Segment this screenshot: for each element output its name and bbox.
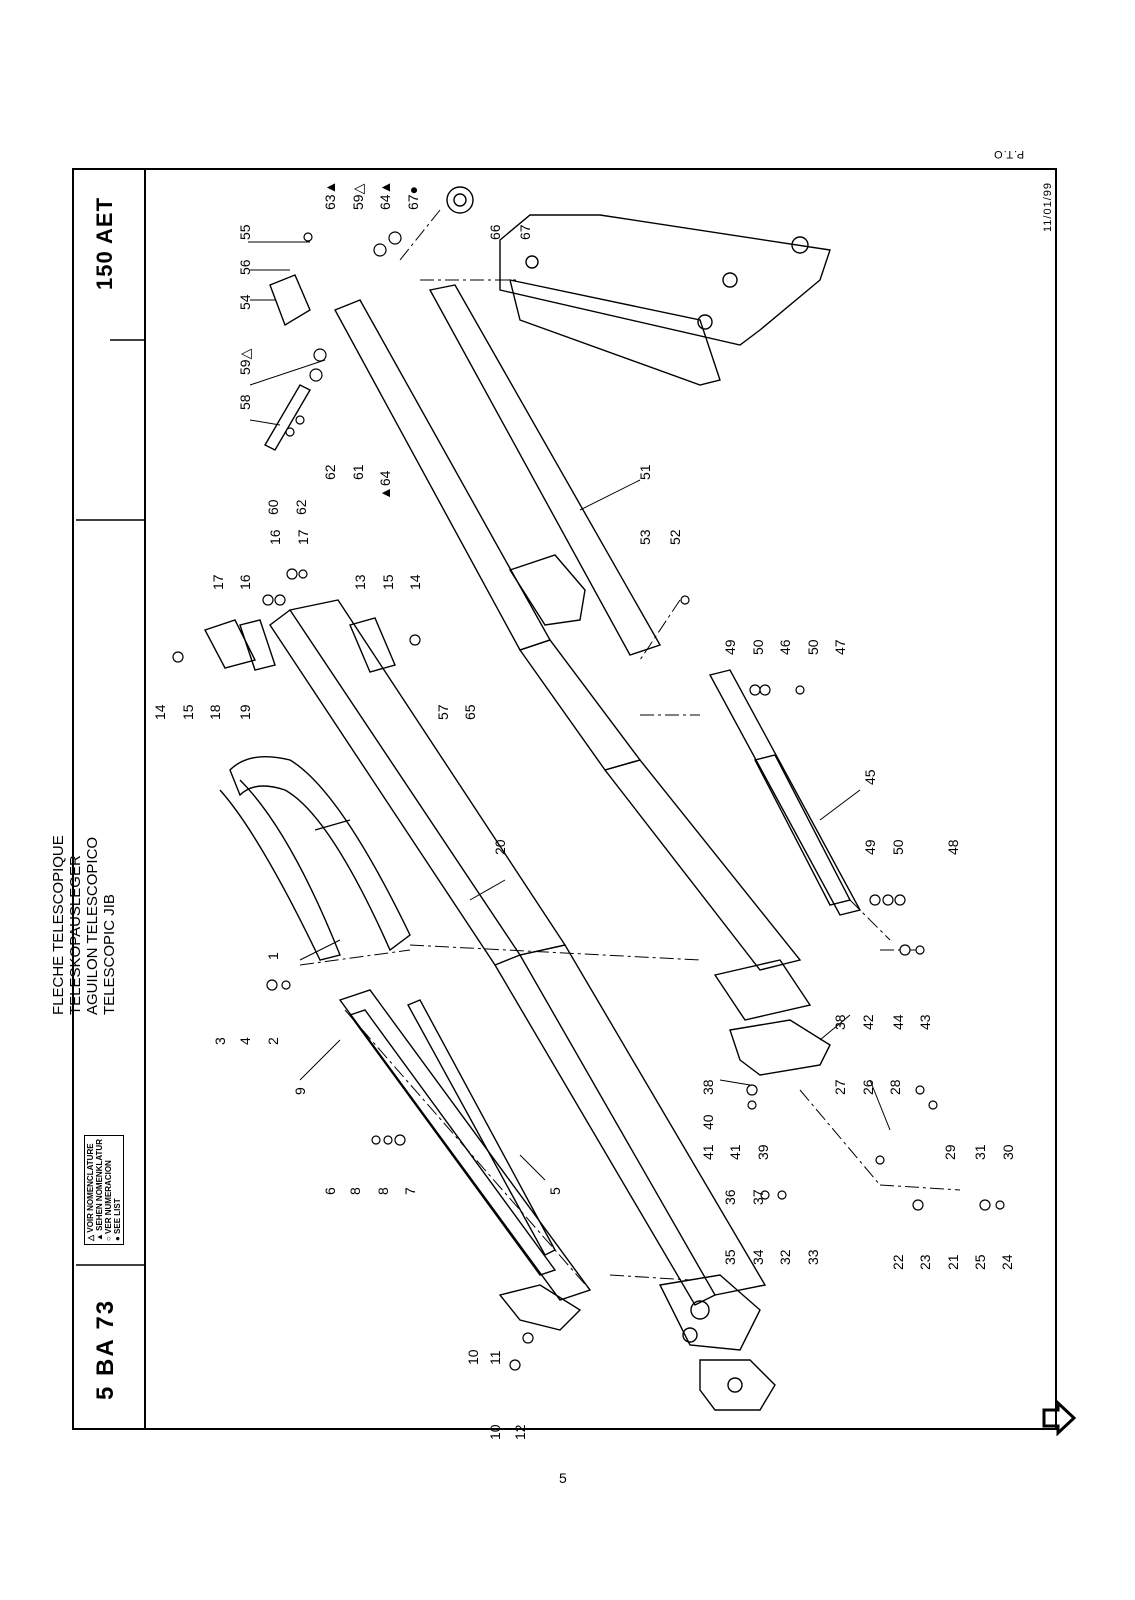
callout-54: 54 <box>237 294 253 310</box>
callout-62: 62 <box>293 499 309 515</box>
callout-64: 64▲ <box>377 181 393 210</box>
callout-12: 12 <box>512 1424 528 1440</box>
callout-40: 40 <box>700 1114 716 1130</box>
callout-24: 24 <box>999 1254 1015 1270</box>
callout-17: 17 <box>295 529 311 545</box>
callout-62: 62 <box>322 464 338 480</box>
callout-34: 34 <box>750 1249 766 1265</box>
callout-20: 20 <box>492 839 508 855</box>
title-strip <box>72 168 146 1430</box>
callout-63: 63▲ <box>322 181 338 210</box>
callout-49: 49 <box>862 839 878 855</box>
callout-25: 25 <box>972 1254 988 1270</box>
callout-50: 50 <box>890 839 906 855</box>
callout-42: 42 <box>860 1014 876 1030</box>
callout-8: 8 <box>347 1187 363 1195</box>
callout-59: 59△ <box>237 348 253 375</box>
callout-6: 6 <box>322 1187 338 1195</box>
callout-67: 67● <box>405 186 421 210</box>
callout-50: 50 <box>805 639 821 655</box>
callout-15: 15 <box>380 574 396 590</box>
callout-30: 30 <box>1000 1144 1016 1160</box>
callout-26: 26 <box>860 1079 876 1095</box>
callout-16: 16 <box>267 529 283 545</box>
callout-43: 43 <box>917 1014 933 1030</box>
page-number: 5 <box>559 1470 567 1486</box>
callout-3: 3 <box>212 1037 228 1045</box>
callout-35: 35 <box>722 1249 738 1265</box>
callout-29: 29 <box>942 1144 958 1160</box>
callout-45: 45 <box>862 769 878 785</box>
callout-33: 33 <box>805 1249 821 1265</box>
callout-10: 10 <box>487 1424 503 1440</box>
callout-66: 66 <box>487 224 503 240</box>
callout-67: 67 <box>517 224 533 240</box>
callout-14: 14 <box>152 704 168 720</box>
callout-53: 53 <box>637 529 653 545</box>
callout-59: 59△ <box>350 183 366 210</box>
callout-31: 31 <box>972 1144 988 1160</box>
callout-38: 38 <box>700 1079 716 1095</box>
callout-8: 8 <box>375 1187 391 1195</box>
callout-15: 15 <box>180 704 196 720</box>
callout-4: 4 <box>237 1037 253 1045</box>
callout-52: 52 <box>667 529 683 545</box>
callout-5: 5 <box>547 1187 563 1195</box>
callout-11: 11 <box>487 1350 503 1365</box>
callout-28: 28 <box>887 1079 903 1095</box>
callout-55: 55 <box>237 224 253 240</box>
callout-32: 32 <box>777 1249 793 1265</box>
callout-17: 17 <box>210 574 226 590</box>
callout-48: 48 <box>945 839 961 855</box>
callout-18: 18 <box>207 704 223 720</box>
arrow-right-outline-icon[interactable] <box>1040 1400 1080 1436</box>
callout-56: 56 <box>237 259 253 275</box>
callout-41: 41 <box>700 1144 716 1160</box>
callout-60: 60 <box>265 499 281 515</box>
callout-14: 14 <box>407 574 423 590</box>
callout-65: 65 <box>462 704 478 720</box>
callout-49: 49 <box>722 639 738 655</box>
callout-36: 36 <box>722 1189 738 1205</box>
callout-38: 38 <box>832 1014 848 1030</box>
callout-37: 37 <box>750 1189 766 1205</box>
callout-41: 41 <box>727 1144 743 1160</box>
callout-19: 19 <box>237 704 253 720</box>
callout-21: 21 <box>945 1254 961 1270</box>
callout-1: 1 <box>265 952 281 960</box>
callout-23: 23 <box>917 1254 933 1270</box>
callout-39: 39 <box>755 1144 771 1160</box>
callout-16: 16 <box>237 574 253 590</box>
callout-10: 10 <box>465 1349 481 1365</box>
callout-27: 27 <box>832 1079 848 1095</box>
callout-64: ▲64 <box>377 470 393 500</box>
callout-58: 58 <box>237 394 253 410</box>
callout-47: 47 <box>832 639 848 655</box>
callout-61: 61 <box>350 464 366 480</box>
callout-44: 44 <box>890 1014 906 1030</box>
callout-7: 7 <box>402 1187 418 1195</box>
callout-50: 50 <box>750 639 766 655</box>
callout-13: 13 <box>352 574 368 590</box>
callout-46: 46 <box>777 639 793 655</box>
callout-57: 57 <box>435 704 451 720</box>
callout-22: 22 <box>890 1254 906 1270</box>
drawing-frame <box>72 168 1057 1430</box>
callout-2: 2 <box>265 1037 281 1045</box>
callout-51: 51 <box>637 464 653 480</box>
callout-9: 9 <box>292 1087 308 1095</box>
